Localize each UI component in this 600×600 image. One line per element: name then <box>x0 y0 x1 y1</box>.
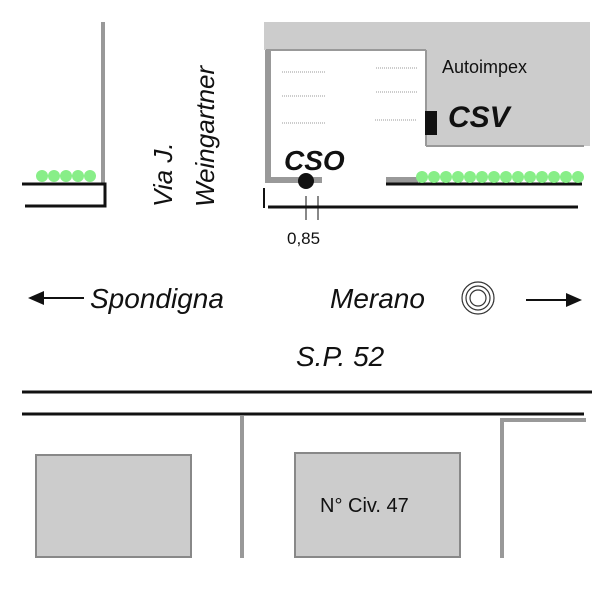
business-label: Autoimpex <box>442 57 527 77</box>
arrow-left-icon <box>28 291 84 305</box>
road-name-label: S.P. 52 <box>296 341 385 372</box>
measure-label: 0,85 <box>287 229 320 248</box>
csv-marker <box>425 111 437 135</box>
cso-marker <box>298 173 314 189</box>
lower-wall-right <box>500 418 586 558</box>
building-left <box>35 454 192 558</box>
target-icon <box>461 281 495 315</box>
left-curb <box>22 182 107 208</box>
street-label-line2: Weingartner <box>190 65 220 207</box>
direction-left-label: Spondigna <box>90 283 224 314</box>
building-civ-47 <box>294 452 461 558</box>
street-label-line1: Via J. <box>148 142 178 207</box>
arrow-right-icon <box>526 293 582 307</box>
right-hedge <box>416 171 584 183</box>
autoimpex-building <box>264 22 590 183</box>
house-number-label: N° Civ. 47 <box>320 495 409 517</box>
parking-stalls <box>282 67 418 124</box>
measure-ticks <box>297 196 326 220</box>
cso-label: CSO <box>284 145 345 176</box>
left-hedge <box>36 170 96 182</box>
direction-right-label: Merano <box>330 283 425 314</box>
csv-label: CSV <box>448 101 513 134</box>
